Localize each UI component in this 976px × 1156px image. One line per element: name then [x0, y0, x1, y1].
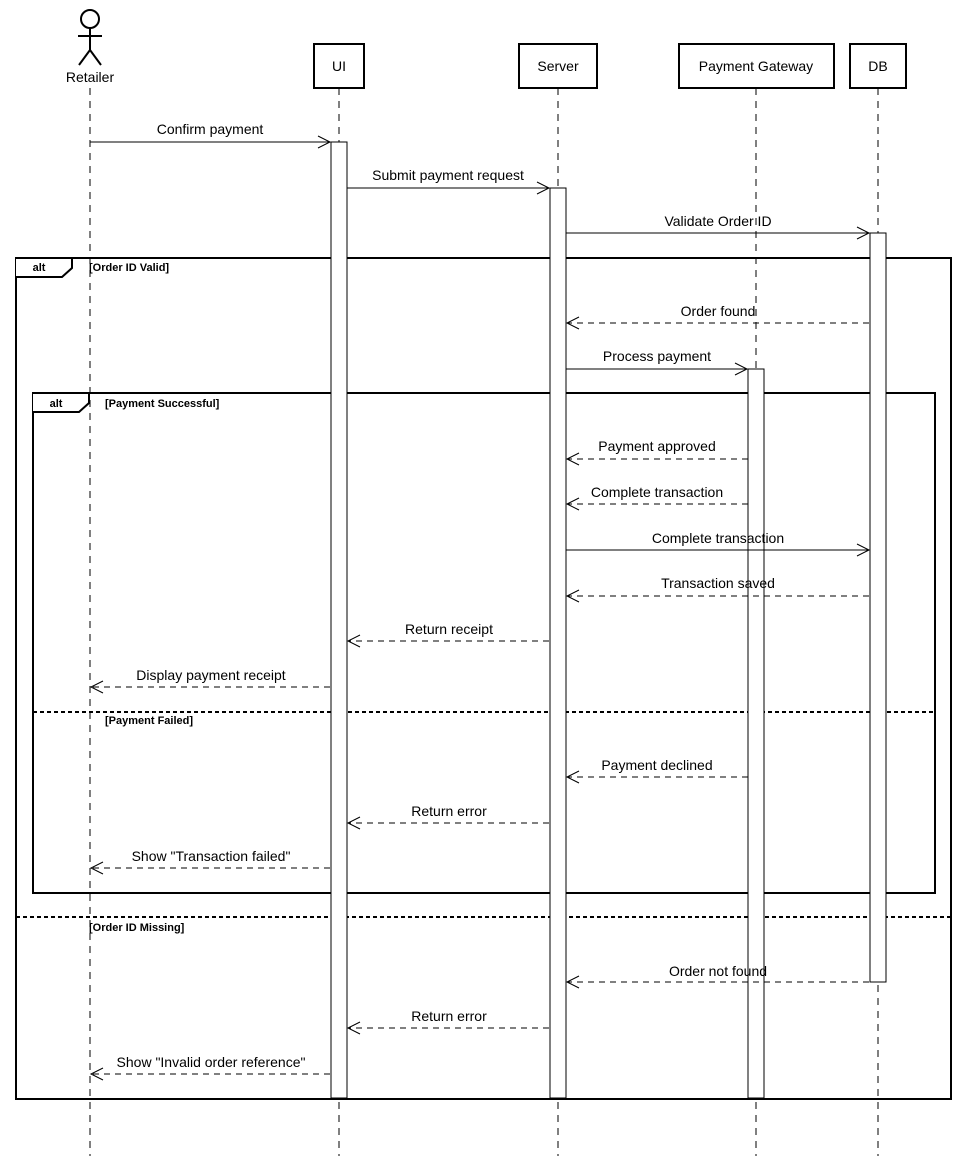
participant-db: DB [849, 43, 907, 89]
message-complete-transaction-return: Complete transaction [565, 484, 748, 511]
alt-inner-operator: alt [50, 398, 63, 410]
retailer-actor-icon [78, 9, 102, 66]
message-order-not-found: Order not found [565, 963, 869, 989]
message-return-error-payment: Return error [346, 803, 549, 830]
message-show-transaction-failed: Show "Transaction failed" [89, 848, 330, 875]
message-complete-transaction-db: Complete transaction [566, 530, 871, 557]
activation-ui [330, 141, 348, 1099]
svg-text:Complete transaction: Complete transaction [591, 484, 723, 500]
message-submit-payment-request: Submit payment request [347, 167, 551, 195]
message-return-receipt: Return receipt [346, 621, 549, 648]
message-return-error-order: Return error [346, 1008, 549, 1035]
alt-fragment-outer: alt [Order ID Valid] [Order ID Missing] [15, 257, 952, 1100]
alt-fragment-inner: alt [Payment Successful] [Payment Failed… [32, 392, 936, 894]
participant-payment-gateway-label: Payment Gateway [699, 58, 813, 74]
participant-server-label: Server [537, 58, 579, 74]
svg-text:Order found: Order found [681, 303, 756, 319]
message-payment-approved: Payment approved [565, 438, 748, 466]
svg-text:Validate Order ID: Validate Order ID [664, 213, 771, 229]
participant-payment-gateway: Payment Gateway [678, 43, 835, 89]
alt-outer-guard-order-valid: [Order ID Valid] [89, 262, 169, 274]
svg-text:Show "Invalid order reference": Show "Invalid order reference" [117, 1054, 306, 1070]
alt-inner-guard-payment-successful: [Payment Successful] [105, 398, 220, 410]
svg-text:Submit payment request: Submit payment request [372, 167, 524, 183]
svg-text:Payment approved: Payment approved [598, 438, 716, 454]
activation-server [549, 187, 567, 1099]
participant-server: Server [518, 43, 598, 89]
svg-text:Order not found: Order not found [669, 963, 767, 979]
message-confirm-payment: Confirm payment [90, 121, 332, 149]
message-validate-order-id: Validate Order ID [566, 213, 871, 240]
svg-text:Confirm payment: Confirm payment [157, 121, 264, 137]
svg-text:Return error: Return error [411, 1008, 487, 1024]
message-payment-declined: Payment declined [565, 757, 748, 784]
alt-inner-guard-payment-failed: [Payment Failed] [105, 715, 193, 727]
activation-payment-gateway [747, 368, 765, 1099]
svg-text:Return error: Return error [411, 803, 487, 819]
message-display-payment-receipt: Display payment receipt [89, 667, 330, 694]
participant-ui-label: UI [332, 58, 346, 74]
svg-text:Display payment receipt: Display payment receipt [136, 667, 286, 683]
svg-text:Transaction saved: Transaction saved [661, 575, 775, 591]
svg-text:Payment declined: Payment declined [601, 757, 712, 773]
message-show-invalid-order-reference: Show "Invalid order reference" [89, 1054, 330, 1081]
svg-text:Return receipt: Return receipt [405, 621, 493, 637]
message-process-payment: Process payment [566, 348, 749, 376]
message-order-found: Order found [565, 303, 869, 330]
svg-text:Process payment: Process payment [603, 348, 711, 364]
alt-outer-guard-order-missing: [Order ID Missing] [89, 922, 185, 934]
svg-text:Show "Transaction failed": Show "Transaction failed" [132, 848, 291, 864]
svg-text:Complete transaction: Complete transaction [652, 530, 784, 546]
participant-retailer-label: Retailer [66, 69, 115, 85]
participant-ui: UI [313, 43, 365, 89]
participant-db-label: DB [868, 58, 887, 74]
activation-db [869, 232, 887, 983]
message-transaction-saved: Transaction saved [565, 575, 869, 603]
alt-outer-operator: alt [33, 262, 46, 274]
